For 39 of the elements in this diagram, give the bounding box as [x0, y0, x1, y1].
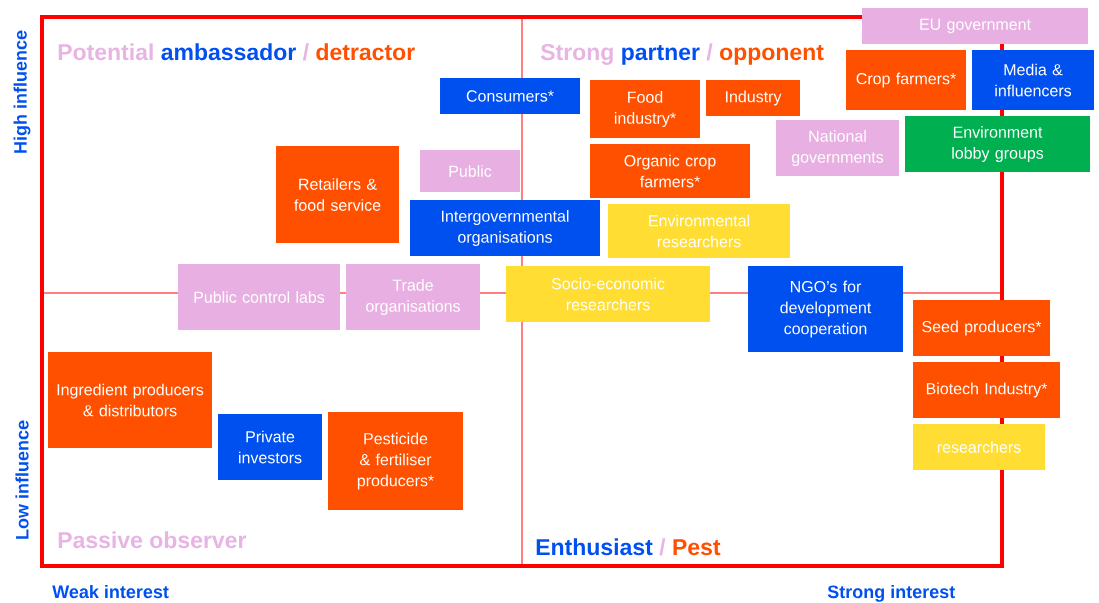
quadrant-title: Pest — [673, 539, 721, 556]
stakeholder-box: Consumers* — [440, 78, 580, 114]
quadrant-title: Passive observer — [58, 531, 247, 549]
stakeholder-box: Public control labs — [178, 264, 340, 330]
stakeholder-box: Organic crop farmers* — [590, 144, 750, 198]
stakeholder-box: Environment lobby groups — [905, 116, 1090, 172]
stakeholder-box: researchers — [913, 424, 1045, 470]
quadrant-title: / — [302, 43, 309, 61]
stakeholder-box: Private investors — [218, 414, 322, 480]
stakeholder-box: Intergovernmental organisations — [410, 200, 600, 256]
stakeholder-box: Seed producers* — [913, 300, 1050, 356]
stakeholder-box: Environmental researchers — [608, 204, 790, 258]
axis-label: High influence — [13, 30, 31, 153]
quadrant-title: detractor — [316, 43, 415, 61]
quadrant-title: Enthusiast — [536, 538, 653, 556]
axis-label: Strong interest — [827, 584, 955, 602]
stakeholder-box: Crop farmers* — [846, 50, 966, 110]
stakeholder-box: Public — [420, 150, 520, 192]
axis-label: Low influence — [15, 420, 29, 539]
quadrant-title: Strong — [540, 43, 613, 65]
quadrant-title: partner — [622, 45, 700, 65]
quadrant-title: / — [659, 538, 666, 556]
stakeholder-box: Biotech Industry* — [913, 362, 1060, 418]
quadrant-title: opponent — [720, 45, 824, 65]
axis-label: Weak interest — [52, 584, 169, 599]
stakeholder-box: Socio-economic researchers — [506, 266, 710, 322]
stakeholder-box: Retailers & food service — [276, 146, 399, 243]
quadrant-title: / — [706, 43, 713, 61]
stakeholder-box: EU government — [862, 8, 1088, 44]
stakeholder-box: NGO’s for development cooperation — [748, 266, 903, 352]
stakeholder-box: Trade organisations — [346, 264, 480, 330]
quadrant-title: Potential — [58, 43, 153, 61]
stakeholder-box: National governments — [776, 120, 899, 176]
stakeholder-box: Food industry* — [590, 80, 700, 138]
stakeholder-box: Media & influencers — [972, 50, 1094, 110]
stakeholder-box: Ingredient producers & distributors — [48, 352, 212, 448]
stakeholder-box: Industry — [706, 80, 800, 116]
quadrant-title: ambassador — [161, 43, 296, 61]
stakeholder-box: Pesticide & fertiliser producers* — [328, 412, 463, 510]
